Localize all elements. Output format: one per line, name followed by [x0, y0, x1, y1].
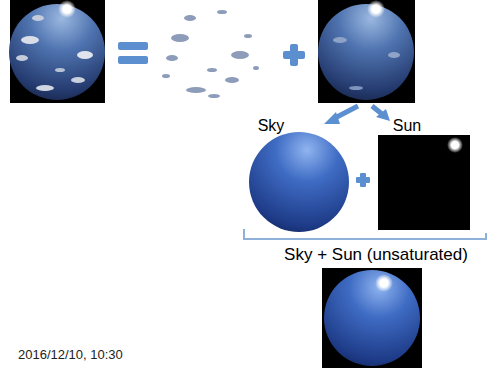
sky-render [249, 132, 349, 232]
fisheye-photo [318, 0, 415, 103]
fisheye-photo [9, 0, 105, 103]
cloud-mask [162, 10, 259, 98]
equals-symbol [118, 42, 148, 64]
bracket [244, 229, 486, 239]
image-panel: Sky + Sun (unsaturated) [262, 243, 486, 368]
sun-render [378, 135, 470, 230]
plus-symbol [356, 173, 370, 187]
image-panel: Sky [243, 112, 355, 232]
panel-heading: Sky + Sun (unsaturated) [284, 245, 468, 265]
plus-symbol [283, 44, 305, 66]
panel-heading: Sun [393, 116, 421, 135]
combined-render [322, 268, 422, 368]
split-arrow [324, 106, 390, 124]
timestamp-label: 2016/12/10, 10:30 [18, 347, 123, 363]
panel-heading: Sky [258, 116, 285, 135]
image-panel: Sun [372, 112, 476, 232]
